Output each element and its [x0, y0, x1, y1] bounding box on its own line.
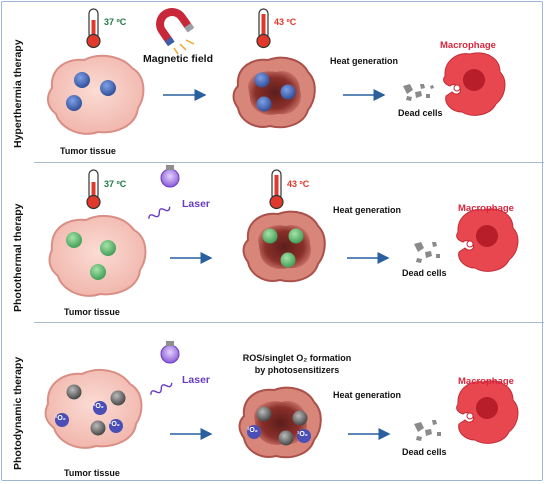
temperature-start: 37 ºC — [104, 179, 127, 189]
stimulus-label: Laser — [182, 374, 211, 386]
light-bulb-icon — [160, 341, 180, 364]
photothermal-row-graphics — [48, 165, 519, 297]
singlet-oxygen-badge: ¹O₂ — [55, 415, 66, 422]
macrophage-label: Macrophage — [458, 203, 514, 214]
stimulus-label: Magnetic field — [143, 53, 214, 65]
macrophage-label: Macrophage — [458, 376, 514, 387]
row-label-hyperthermia: Hyperthermia therapy — [12, 39, 24, 148]
stimulus-label: Laser — [182, 198, 211, 210]
process-label: Heat generation — [333, 205, 402, 215]
process-label: Heat generation — [333, 390, 402, 400]
singlet-oxygen-badge: ¹O₂ — [93, 403, 104, 410]
row-label-photodynamic: Photodynamic therapy — [12, 356, 24, 470]
macrophage-icon — [456, 380, 519, 444]
tumor-tissue-icon — [44, 368, 143, 449]
tumor-tissue-label: Tumor tissue — [64, 468, 120, 478]
dead-cells-label: Dead cells — [402, 268, 447, 278]
magnetic-field-lines-icon — [173, 39, 195, 55]
laser-wave-icon — [148, 206, 171, 219]
macrophage-label: Macrophage — [440, 40, 496, 51]
heated-tumor-icon — [238, 386, 322, 459]
tumor-tissue-icon — [48, 214, 147, 297]
thermometer-icon — [86, 8, 101, 49]
macrophage-icon — [456, 208, 519, 272]
heated-tumor-icon — [242, 210, 326, 283]
dead-cells-icon — [414, 420, 441, 441]
temperature-start: 37 ºC — [104, 17, 127, 27]
row-label-photothermal: Photothermal therapy — [12, 203, 24, 312]
temperature-end: 43 ºC — [287, 179, 310, 189]
heated-tumor-icon — [232, 56, 316, 129]
singlet-oxygen-badge: ¹O₂ — [109, 421, 120, 428]
row-divider — [34, 162, 544, 163]
thermometer-icon — [86, 169, 101, 210]
dead-cells-icon — [414, 242, 440, 263]
laser-wave-icon — [150, 382, 173, 395]
thermometer-icon — [256, 8, 271, 49]
tumor-tissue-label: Tumor tissue — [64, 307, 120, 317]
temperature-end: 43 ºC — [274, 17, 297, 27]
process-label: Heat generation — [330, 56, 399, 66]
singlet-oxygen-badge: ¹O₂ — [297, 431, 308, 438]
macrophage-icon — [443, 52, 506, 116]
dead-cells-label: Dead cells — [402, 447, 447, 457]
photodynamic-row-graphics — [44, 341, 519, 459]
magnet-icon — [156, 8, 195, 47]
light-bulb-icon — [160, 165, 180, 188]
dead-cells-label: Dead cells — [398, 108, 443, 118]
dead-cells-icon — [403, 84, 434, 101]
ros-formation-label-line2: by photosensitizers — [254, 365, 340, 375]
ros-formation-label-line1: ROS/singlet O₂ formation — [242, 353, 352, 363]
tumor-tissue-icon — [46, 54, 145, 135]
thermometer-icon — [269, 169, 284, 210]
hyperthermia-row-graphics — [46, 8, 506, 135]
singlet-oxygen-badge: ¹O₂ — [247, 427, 258, 434]
tumor-tissue-label: Tumor tissue — [60, 146, 116, 156]
row-divider — [34, 322, 544, 323]
